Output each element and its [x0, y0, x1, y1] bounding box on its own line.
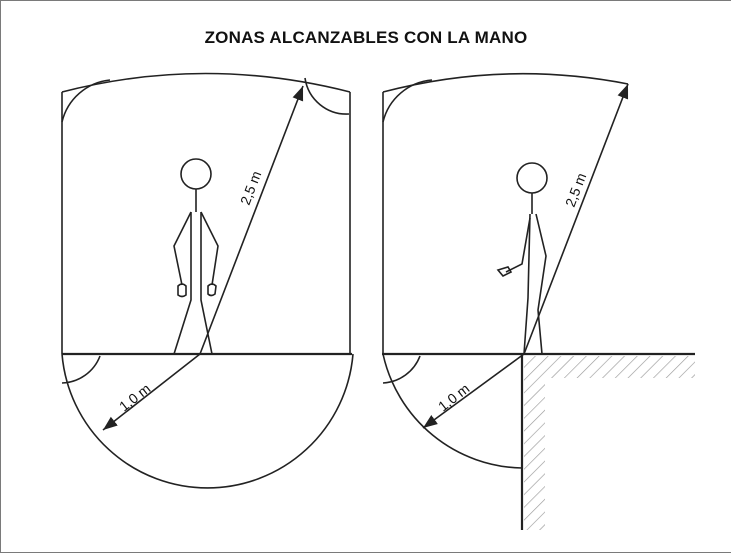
reach-down-arrow-left — [102, 353, 201, 431]
pointing-person — [496, 162, 548, 355]
standing-person — [173, 158, 219, 355]
ledge-hatch — [524, 356, 695, 530]
reach-envelope-right — [382, 72, 629, 469]
reach-up-label-left: 2,5 m — [237, 169, 264, 207]
lower-angle-arc-right — [382, 355, 421, 384]
diagram-title: ZONAS ALCANZABLES CON LA MANO — [204, 28, 528, 47]
reach-down-label-right: 1,0 m — [435, 380, 472, 414]
upper-left-angle-arc — [61, 79, 111, 123]
upper-right-angle-arc — [304, 77, 350, 115]
reach-envelope-left — [61, 72, 354, 489]
panel-flat-ground: 2,5 m 1,0 m — [61, 72, 354, 489]
panel-edge: 2,5 m 1,0 m — [382, 72, 695, 530]
reach-up-arrow-right — [523, 83, 629, 355]
reach-down-label-left: 1,0 m — [116, 380, 153, 414]
reach-up-arrow-left — [199, 85, 304, 355]
upper-left-angle-arc-right — [382, 79, 433, 123]
reach-up-label-right: 2,5 m — [562, 171, 589, 209]
reach-down-arrow-right — [422, 353, 525, 429]
lower-angle-arc-left — [61, 355, 101, 384]
